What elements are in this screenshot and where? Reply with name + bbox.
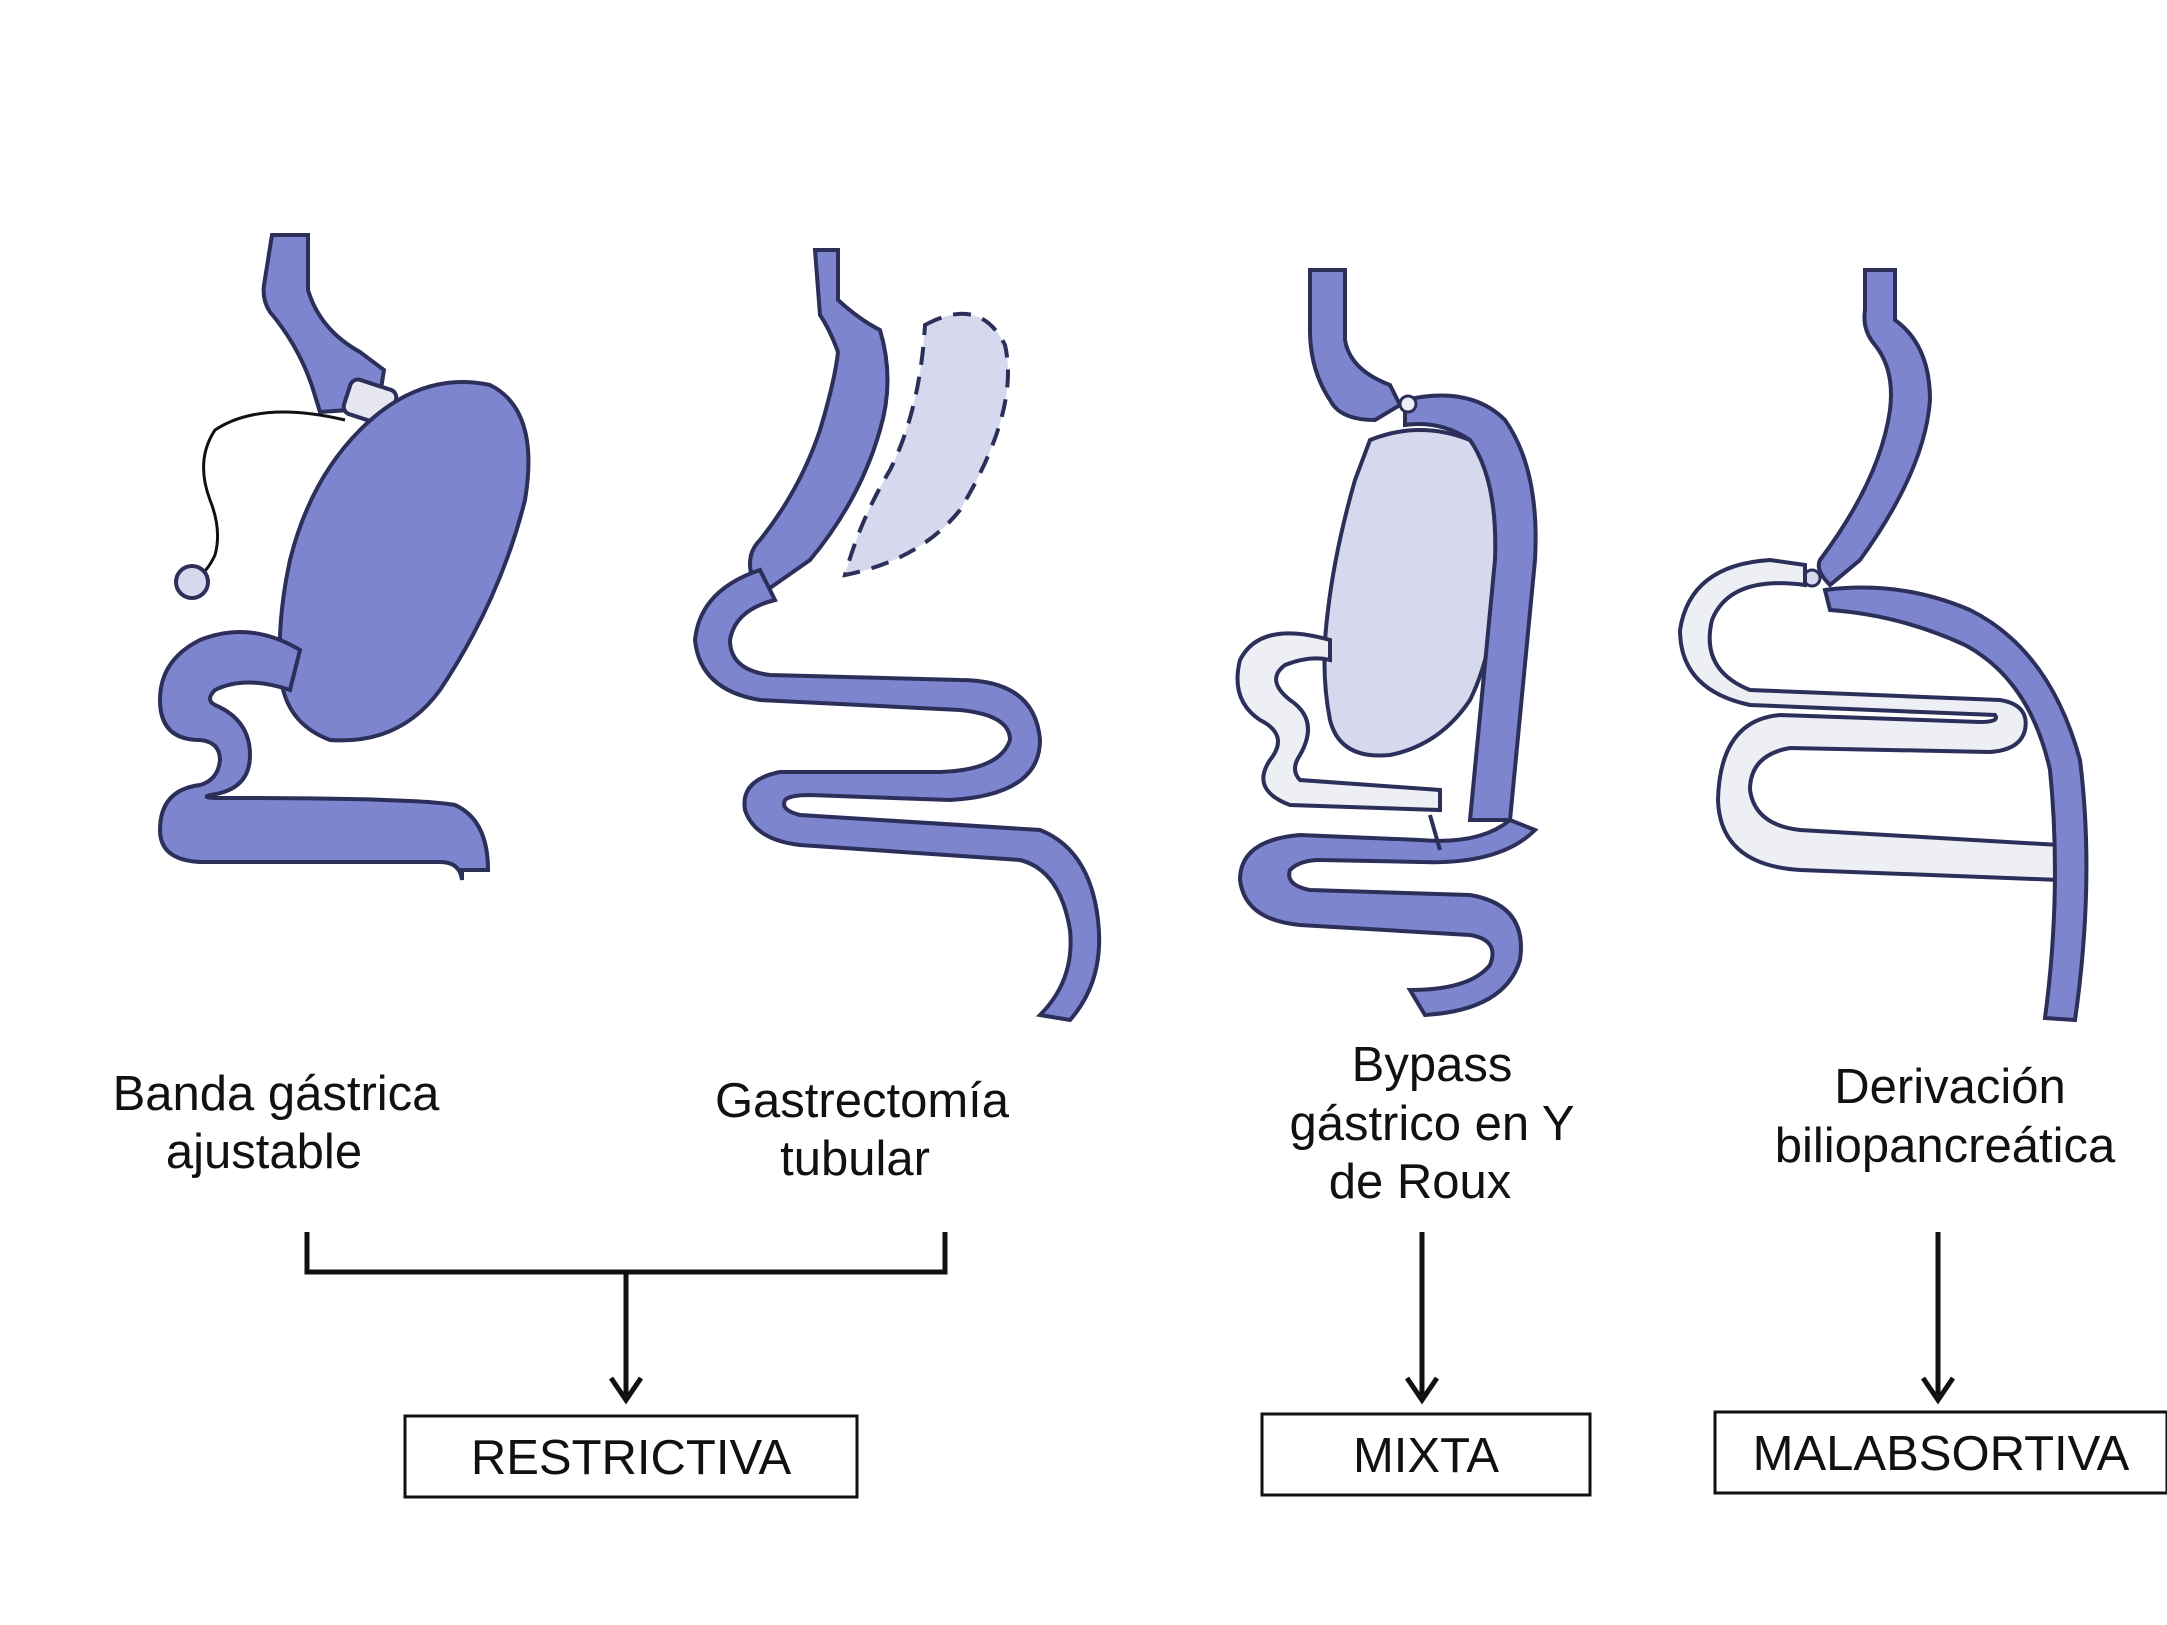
label-gastrectomia-line-1: Gastrectomía [715, 1074, 1010, 1128]
arrowhead-malabsortiva [1920, 1376, 1956, 1405]
label-gastrectomia-line-2: tubular [780, 1132, 930, 1186]
label-bypass-line-2: gástrico en Y [1289, 1097, 1574, 1151]
label-banda-line-2: ajustable [166, 1125, 362, 1179]
label-derivacion-line-1: Derivación [1834, 1060, 2065, 1114]
illustration-sleeve-gastrectomy [692, 248, 1102, 1023]
box-restrictiva [403, 1414, 859, 1499]
category-mixta: MIXTA [1353, 1429, 1499, 1483]
box-mixta [1260, 1412, 1592, 1497]
label-banda-line-1: Banda gástrica [113, 1067, 441, 1121]
label-bypass-line-1: Bypass [1352, 1038, 1513, 1092]
illustration-biliopancreatic-diversion [1677, 268, 2089, 1023]
illustration-roux-en-y-gastric-bypass [1235, 268, 1539, 1018]
category-restrictiva: RESTRICTIVA [471, 1431, 792, 1485]
illustration-adjustable-gastric-band [157, 233, 531, 881]
bracket-restrictiva [304, 1232, 948, 1395]
box-malabsortiva [1713, 1410, 2167, 1495]
arrowhead-restrictiva [608, 1376, 644, 1405]
label-derivacion-line-2: biliopancreática [1775, 1119, 2116, 1173]
arrowhead-mixta [1404, 1376, 1440, 1405]
category-malabsortiva: MALABSORTIVA [1753, 1427, 2130, 1481]
label-bypass-line-3: de Roux [1329, 1155, 1512, 1209]
